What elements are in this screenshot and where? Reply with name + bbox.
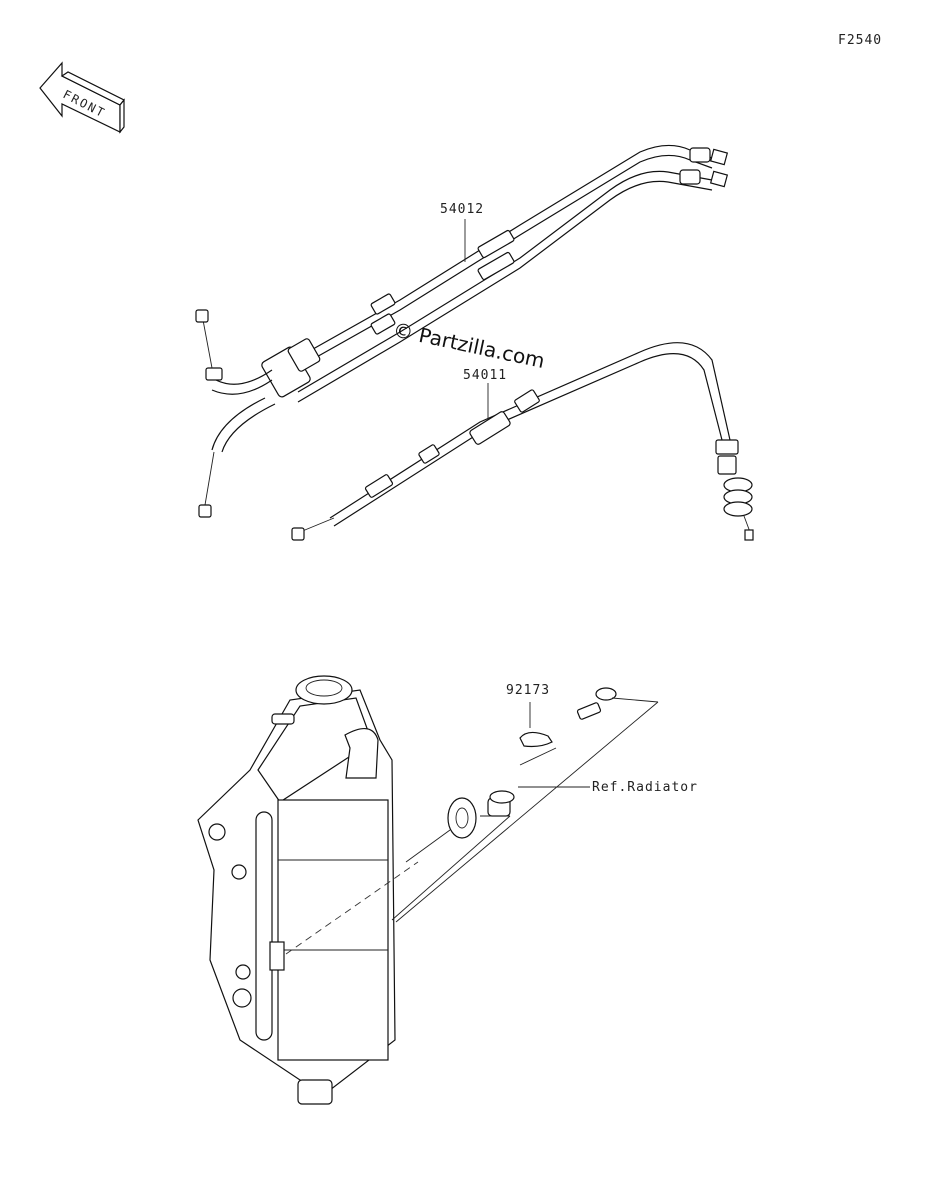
watermark: © Partzilla.com — [391, 317, 547, 373]
radiator — [197, 675, 396, 1105]
part-number-54011: 54011 — [463, 368, 507, 383]
leader-lines — [285, 219, 659, 955]
ref-radiator-label: Ref.Radiator — [592, 780, 698, 795]
part-number-92173: 92173 — [506, 683, 550, 698]
front-arrow: FRONT — [39, 61, 125, 134]
clutch-cable-assembly — [291, 342, 754, 541]
diagram-code: F2540 — [838, 33, 882, 48]
part-number-54012: 54012 — [440, 202, 484, 217]
throttle-cable-assembly — [195, 144, 729, 518]
mounting-hardware — [447, 687, 617, 839]
